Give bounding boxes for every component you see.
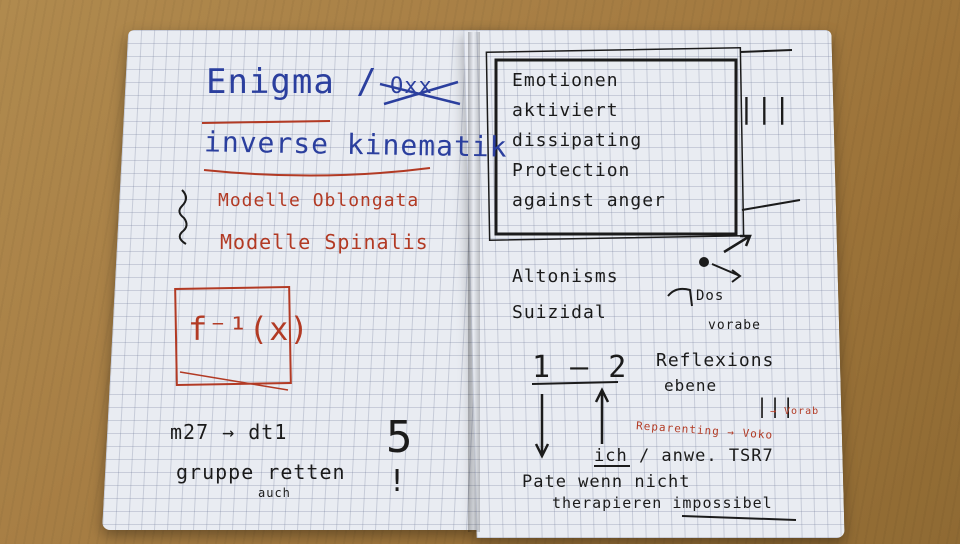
note-small: auch bbox=[258, 486, 291, 500]
arrow-up-right bbox=[723, 234, 752, 254]
formula: f⁻¹(x) bbox=[188, 310, 310, 348]
box-line-3: dissipating bbox=[512, 130, 643, 151]
margin-mark: 5 bbox=[386, 412, 414, 463]
reflexion-line-1: Reflexions bbox=[656, 350, 775, 371]
arrow-right bbox=[711, 263, 742, 283]
reflexion-marks-red: → Vorab bbox=[770, 406, 820, 417]
reflexion-line-2: ebene bbox=[664, 376, 718, 395]
box-line-1: Emotionen bbox=[512, 70, 619, 91]
emotion-box-extension bbox=[739, 49, 801, 211]
sequence-underline bbox=[531, 381, 619, 385]
subtitle-underline bbox=[203, 167, 431, 177]
dot-marker bbox=[699, 257, 709, 267]
note-line-1: m27 → dt1 bbox=[170, 420, 288, 444]
formula-box-shadow-line bbox=[179, 371, 289, 391]
box-line-5: against anger bbox=[512, 190, 666, 211]
hook-stroke bbox=[667, 287, 693, 307]
list-item-2: Modelle Spinalis bbox=[220, 230, 429, 254]
title-underline bbox=[201, 120, 331, 124]
arrow-label-2: vorabe bbox=[708, 318, 761, 333]
list-brace bbox=[178, 189, 188, 245]
sequence-label: 1 – 2 bbox=[532, 350, 628, 385]
bottom-line-2: therapieren impossibel bbox=[552, 494, 773, 512]
box-line-2: aktiviert bbox=[512, 100, 619, 121]
note-line-2: gruppe retten bbox=[176, 460, 346, 484]
bottom-underline bbox=[681, 515, 797, 521]
notebook-spine bbox=[468, 32, 480, 532]
reflexion-marks: ||| bbox=[756, 394, 796, 418]
emotion-box bbox=[494, 58, 738, 236]
crossed-out-word: Oxx bbox=[390, 74, 433, 99]
title-strikethrough bbox=[379, 80, 461, 106]
arrow-up bbox=[594, 387, 610, 444]
box-line-4: Protection bbox=[512, 160, 631, 181]
arrow-label: Dos bbox=[696, 288, 725, 304]
page-title: Enigma / bbox=[206, 62, 378, 102]
subtitle: inverse kinematik bbox=[203, 125, 508, 164]
formula-box bbox=[174, 285, 292, 387]
exclamation-mark: ! bbox=[388, 464, 408, 499]
bottom-line-1: Pate wenn nicht bbox=[522, 472, 691, 492]
arrow-down bbox=[534, 394, 550, 459]
emotion-box-outer bbox=[485, 47, 745, 241]
tally-marks: ||| bbox=[738, 92, 792, 125]
list-item-1: Modelle Oblongata bbox=[218, 190, 420, 211]
note-suizidal: Suizidal bbox=[512, 302, 607, 323]
ich-line: ich / anwe. TSR7 bbox=[594, 446, 774, 466]
note-altonisms: Altonisms bbox=[512, 266, 619, 287]
